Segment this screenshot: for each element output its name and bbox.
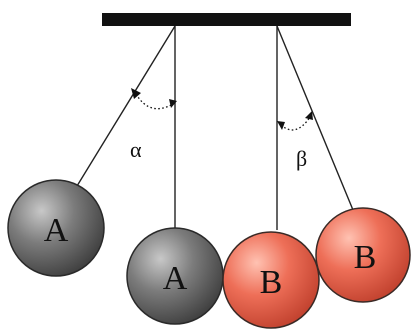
ball-a-rest: A [126, 227, 224, 325]
string-a-displaced [76, 25, 176, 187]
ball-a-displaced: A [7, 179, 105, 277]
ball-label: B [354, 239, 377, 276]
angle-arrow-alpha-right [169, 99, 177, 108]
angle-arc-alpha [135, 93, 174, 110]
ball-b-rest: B [222, 231, 320, 329]
ball-label: A [163, 260, 188, 297]
support-bar [102, 13, 351, 26]
angle-label-beta: β [296, 146, 307, 171]
ball-b-displaced: B [315, 207, 411, 303]
angle-label-alpha: α [130, 137, 142, 162]
ball-label: B [260, 264, 283, 301]
string-b-displaced [276, 25, 354, 211]
angle-arrow-alpha-left [131, 88, 141, 99]
angle-arrow-beta-right [305, 111, 313, 120]
angle-arrow-beta-left [277, 121, 285, 130]
ball-label: A [44, 212, 69, 249]
angle-arc-beta [280, 116, 311, 131]
